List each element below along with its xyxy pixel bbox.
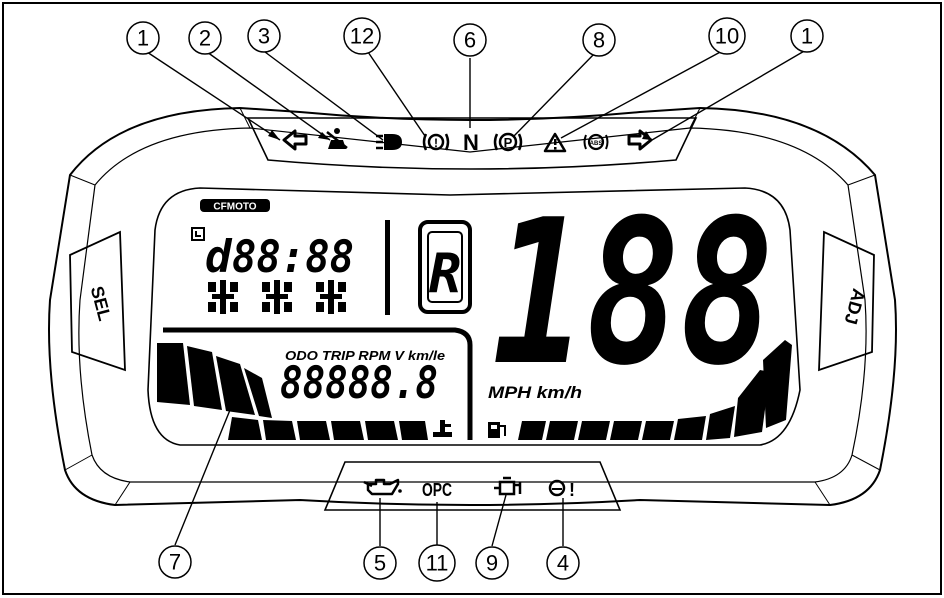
callout-8: 8 bbox=[582, 23, 616, 57]
gear-symbol: R bbox=[429, 242, 462, 305]
general-warning-icon bbox=[543, 132, 567, 153]
odometer-display: 88888.8 bbox=[280, 358, 438, 409]
callout-4-number: 4 bbox=[557, 551, 569, 576]
drive-mode-icon-3 bbox=[316, 280, 346, 314]
callout-4: 4 bbox=[546, 546, 580, 580]
callout-leaders bbox=[146, 49, 807, 547]
system-alarm-icon: ! bbox=[548, 479, 575, 500]
callout-1-right: 1 bbox=[790, 19, 824, 53]
sel-button[interactable] bbox=[69, 230, 126, 372]
adj-button-label: ADJ bbox=[840, 287, 869, 327]
callout-6: 6 bbox=[453, 23, 487, 57]
callout-5: 5 bbox=[363, 546, 397, 580]
callout-11-number: 11 bbox=[426, 551, 449, 576]
abs-letters: ABS bbox=[590, 141, 603, 147]
neutral-indicator: N bbox=[463, 130, 479, 155]
system-alarm-mark: ! bbox=[569, 480, 575, 500]
adj-button[interactable] bbox=[818, 230, 875, 372]
speed-units: MPH km/h bbox=[488, 383, 582, 402]
callout-11: 11 bbox=[418, 544, 456, 582]
callout-1-left: 1 bbox=[126, 21, 160, 55]
bottom-indicator-strip bbox=[323, 461, 622, 511]
gear-indicator-inner bbox=[427, 231, 463, 303]
brand-badge bbox=[200, 199, 270, 212]
oil-pressure-icon bbox=[363, 478, 402, 496]
abs-warning-icon: ABS bbox=[583, 133, 609, 151]
drive-mode-icon-2 bbox=[262, 280, 292, 314]
callout-2-number: 2 bbox=[199, 26, 211, 51]
callout-2: 2 bbox=[188, 21, 222, 55]
brake-warning-icon: ! bbox=[422, 133, 450, 151]
brand-label: CFMOTO bbox=[213, 202, 256, 213]
callout-5-number: 5 bbox=[374, 551, 386, 576]
clock-icon bbox=[191, 227, 205, 241]
lcd-divider-vertical bbox=[385, 220, 390, 315]
gear-indicator-frame bbox=[418, 220, 472, 314]
lcd-divider-bracket bbox=[163, 327, 473, 440]
callout-7-number: 7 bbox=[169, 550, 181, 575]
park-letter: P bbox=[504, 135, 513, 150]
housing-inner-line bbox=[78, 127, 867, 483]
callout-9-number: 9 bbox=[486, 551, 498, 576]
callout-12: 12 bbox=[343, 17, 381, 55]
brake-warning-mark: ! bbox=[434, 136, 438, 150]
housing-facet-lines bbox=[64, 107, 881, 506]
callout-3-number: 3 bbox=[258, 24, 270, 49]
mode-labels: ODO TRIP RPM V km/le bbox=[285, 348, 445, 363]
speed-display: 188 bbox=[492, 177, 774, 410]
fuel-icon bbox=[488, 422, 506, 438]
callout-10-number: 10 bbox=[715, 24, 739, 49]
callout-9: 9 bbox=[475, 546, 509, 580]
headlight-icon bbox=[376, 134, 402, 150]
clock-display: 88:88 bbox=[232, 232, 354, 283]
callout-arrowheads bbox=[268, 130, 652, 140]
opc-indicator: OPC bbox=[422, 480, 452, 500]
callout-8-number: 8 bbox=[593, 28, 605, 53]
clock-prefix: d bbox=[205, 232, 233, 283]
seatbelt-warning-icon bbox=[326, 128, 348, 149]
callout-1-right-number: 1 bbox=[801, 24, 813, 49]
check-engine-icon bbox=[494, 476, 522, 496]
drive-mode-icon-1 bbox=[208, 280, 238, 314]
callout-12-number: 12 bbox=[350, 24, 374, 49]
sel-button-label: SEL bbox=[87, 284, 115, 323]
callout-7: 7 bbox=[158, 545, 192, 579]
coolant-temp-icon bbox=[433, 420, 452, 437]
tachometer-bar bbox=[157, 343, 428, 440]
callout-3: 3 bbox=[247, 19, 281, 53]
callout-6-number: 6 bbox=[464, 28, 476, 53]
left-turn-signal-icon bbox=[282, 129, 308, 151]
parking-brake-icon: P bbox=[493, 132, 523, 152]
fuel-gauge-bar bbox=[518, 340, 792, 440]
right-turn-signal-icon bbox=[627, 129, 653, 151]
callout-1-left-number: 1 bbox=[137, 26, 149, 51]
callout-10: 10 bbox=[708, 17, 746, 55]
top-indicator-strip bbox=[246, 117, 698, 170]
lcd-display bbox=[147, 187, 801, 446]
